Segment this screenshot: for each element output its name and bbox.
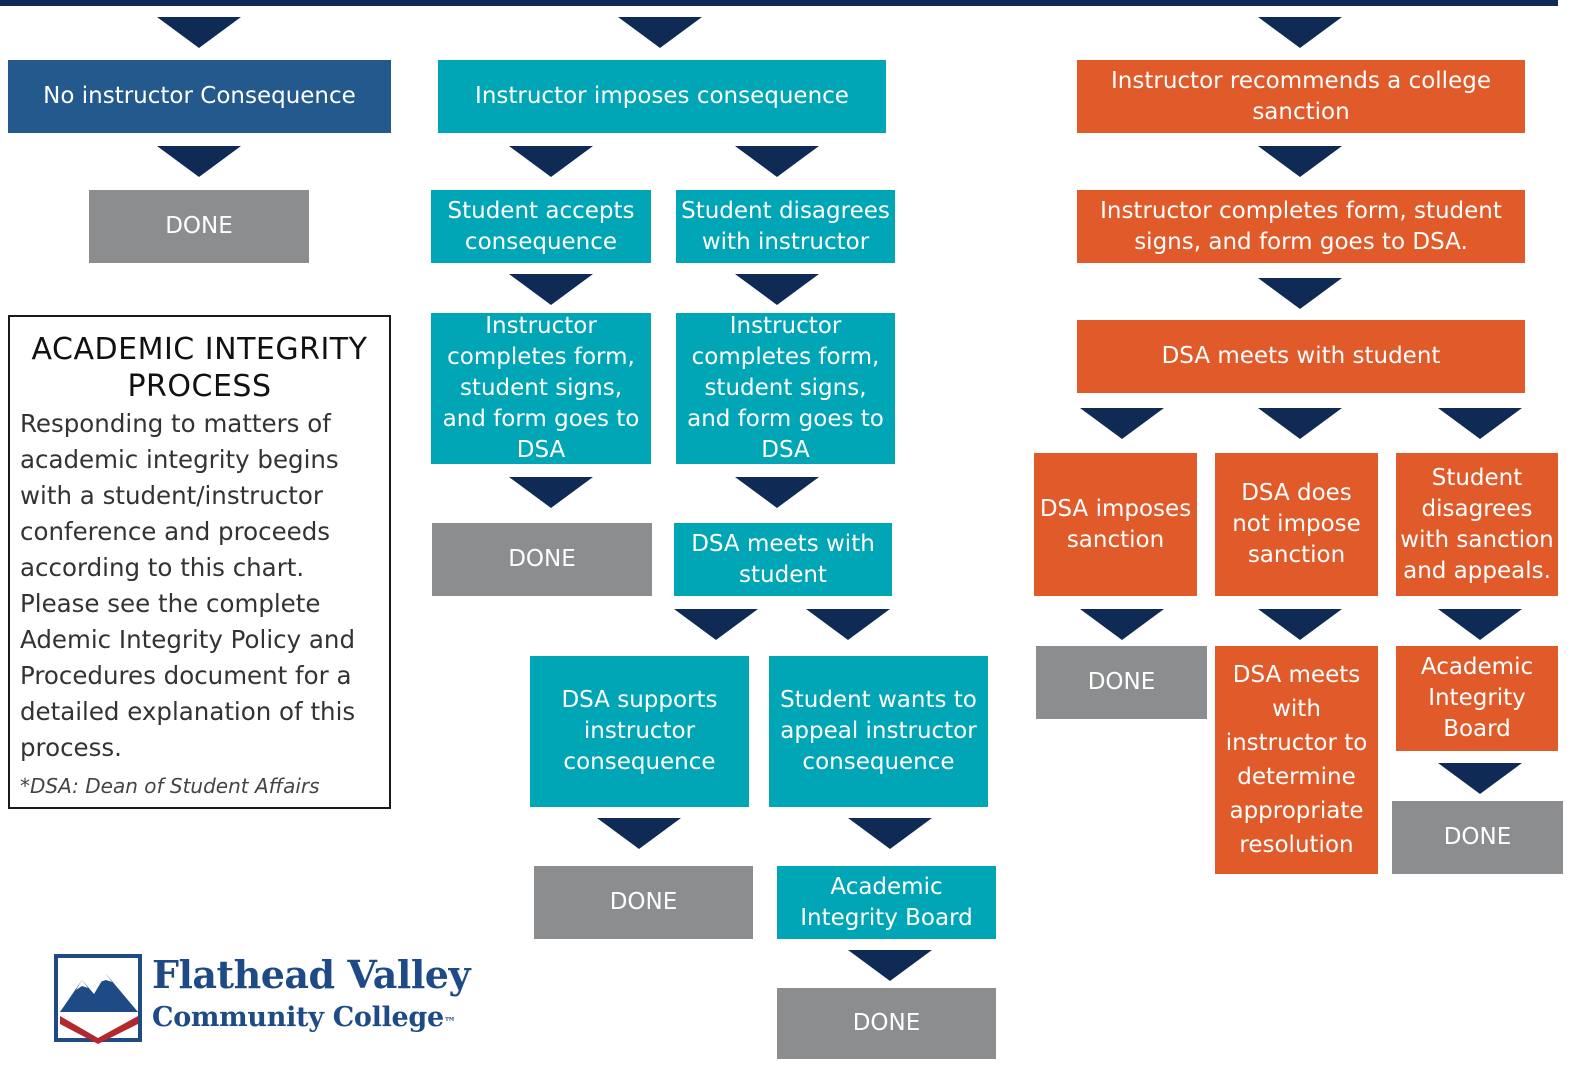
info-panel: ACADEMIC INTEGRITY PROCESS Responding to… [8,315,391,809]
box-academic-integrity-board: Academic Integrity Board [777,866,996,939]
arrow-down-icon [1258,278,1342,309]
box-no-instructor-consequence: No instructor Consequence [8,60,391,133]
box-done: DONE [534,866,753,939]
arrow-down-icon [1438,763,1522,794]
arrow-down-icon [674,609,758,640]
arrow-down-icon [848,818,932,849]
mountain-emblem-icon [54,954,142,1044]
arrow-down-icon [509,274,593,305]
info-note: *DSA: Dean of Student Affairs [20,774,320,798]
arrow-down-icon [509,146,593,177]
box-dsa-meets-student: DSA meets with student [1077,320,1525,393]
info-title: ACADEMIC INTEGRITY PROCESS [31,332,368,404]
logo-line-2-text: Community College [152,1002,444,1033]
college-logo: Flathead Valley Community College™ [54,952,471,1044]
arrow-down-icon [618,17,702,48]
box-dsa-meets-instructor: DSA meets with instructor to determine a… [1215,646,1378,874]
arrow-down-icon [848,950,932,981]
box-dsa-supports: DSA supports instructor consequence [530,656,749,807]
arrow-down-icon [1438,609,1522,640]
arrow-down-icon [735,477,819,508]
box-academic-integrity-board: Academic Integrity Board [1396,646,1558,751]
box-student-disagrees: Student disagrees with instructor [676,190,895,263]
arrow-down-icon [1080,408,1164,439]
top-rule [0,0,1558,6]
box-student-wants-appeal: Student wants to appeal instructor conse… [769,656,988,807]
arrow-down-icon [1080,609,1164,640]
logo-line-2: Community College™ [152,1002,456,1033]
box-done: DONE [777,988,996,1059]
box-student-accepts: Student accepts consequence [431,190,651,263]
box-form-left: Instructor completes form, student signs… [431,313,651,464]
arrow-down-icon [157,17,241,48]
box-done: DONE [1392,801,1563,874]
arrow-down-icon [735,146,819,177]
arrow-down-icon [157,146,241,177]
info-body: Responding to matters of academic integr… [20,409,356,762]
arrow-down-icon [1258,408,1342,439]
arrow-down-icon [735,274,819,305]
box-done: DONE [1036,646,1207,719]
box-form-right: Instructor completes form, student signs… [676,313,895,464]
box-dsa-does-not-impose: DSA does not impose sanction [1215,453,1378,596]
arrow-down-icon [509,477,593,508]
box-instructor-recommends: Instructor recommends a college sanction [1077,60,1525,133]
logo-line-1: Flathead Valley [152,952,471,997]
trademark-mark: ™ [443,1015,456,1029]
box-dsa-meets-student: DSA meets with student [674,523,892,596]
box-form-to-dsa: Instructor completes form, student signs… [1077,190,1525,263]
box-dsa-imposes-sanction: DSA imposes sanction [1034,453,1197,596]
arrow-down-icon [1258,17,1342,48]
arrow-down-icon [1258,146,1342,177]
arrow-down-icon [1438,408,1522,439]
arrow-down-icon [597,818,681,849]
box-done: DONE [89,190,309,263]
box-instructor-imposes: Instructor imposes consequence [438,60,886,133]
box-student-disagrees-sanction: Student disagrees with sanction and appe… [1396,453,1558,596]
arrow-down-icon [1258,609,1342,640]
arrow-down-icon [806,609,890,640]
box-done: DONE [432,523,652,596]
